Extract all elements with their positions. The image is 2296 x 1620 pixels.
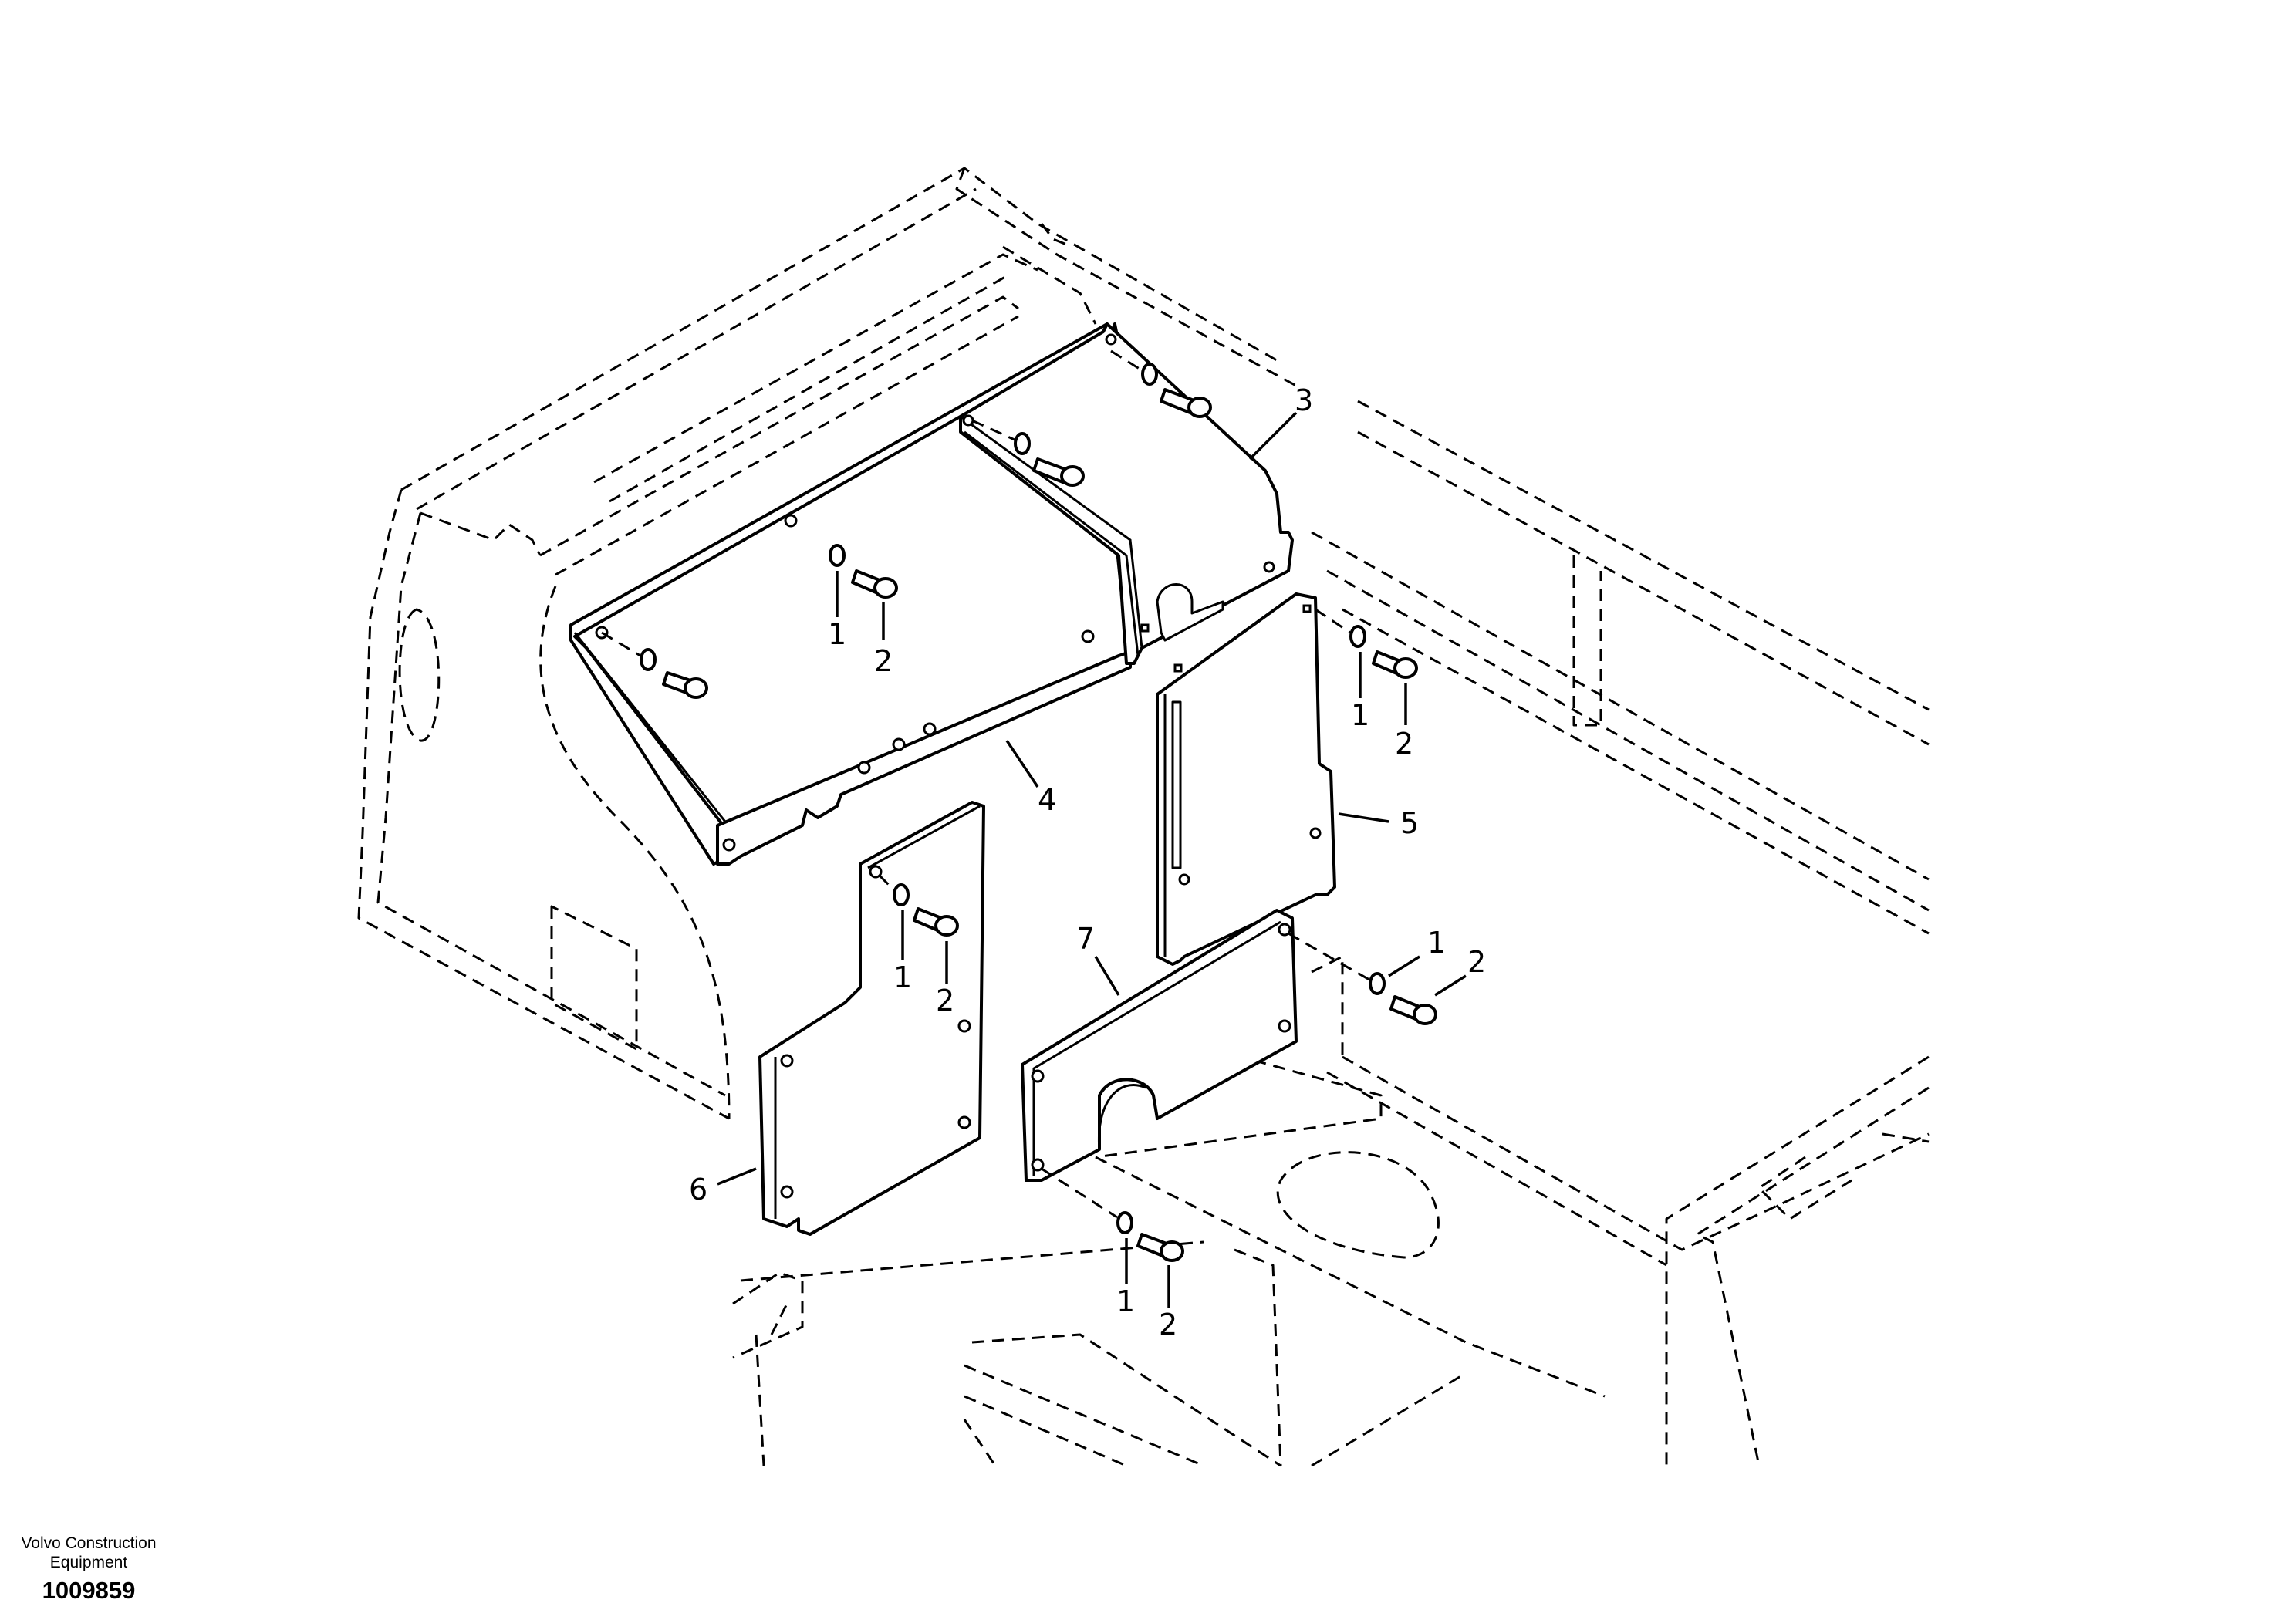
fastener-set-e (1041, 1167, 1184, 1262)
fastener-set-d (1288, 932, 1437, 1025)
brand-label: Volvo Construction Equipment (21, 1534, 157, 1571)
callout-3: 3 (1295, 383, 1313, 417)
callout-4: 4 (1038, 783, 1056, 817)
callout-1-c: 1 (893, 960, 912, 994)
fastener-set-b (1315, 608, 1418, 679)
callout-labels: 1 2 3 1 2 4 5 1 2 1 2 7 6 1 2 (689, 383, 1486, 1342)
callout-1-a: 1 (828, 617, 846, 651)
callout-1-d: 1 (1427, 926, 1446, 960)
callout-1-e: 1 (1116, 1284, 1135, 1318)
callout-2-b: 2 (1395, 727, 1413, 761)
reference-number: 1009859 (42, 1577, 136, 1604)
plate-5 (1156, 592, 1336, 966)
callout-2-e: 2 (1159, 1308, 1177, 1342)
callout-2-c: 2 (936, 984, 954, 1018)
fastener-set-a (829, 544, 898, 599)
leader-lines (717, 411, 1467, 1308)
callout-5: 5 (1400, 806, 1419, 840)
fastener-set-mid (971, 419, 1085, 487)
fastener-set-left (601, 631, 708, 699)
plate-6 (758, 801, 985, 1236)
callout-2-a: 2 (874, 644, 893, 678)
plate-7 (1021, 909, 1298, 1182)
fasteners (601, 349, 1437, 1262)
callout-6: 6 (689, 1173, 707, 1207)
machine-frame-outline (357, 167, 1930, 1467)
callout-1-b: 1 (1351, 698, 1369, 732)
corner-cover-3 (959, 322, 1294, 665)
callout-7: 7 (1076, 922, 1095, 956)
callout-2-d: 2 (1467, 945, 1486, 979)
fastener-set-top (1110, 349, 1212, 418)
fastener-set-c (878, 874, 959, 937)
